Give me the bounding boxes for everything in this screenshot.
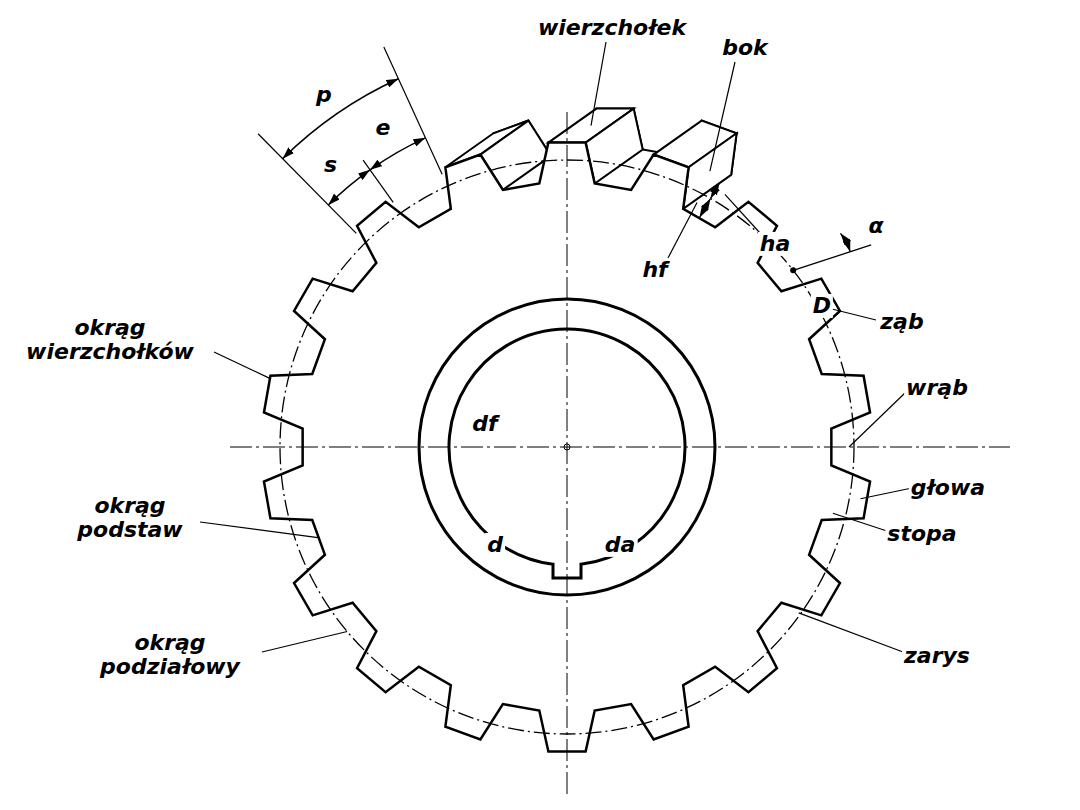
part-label: df <box>470 412 499 436</box>
part-label: p <box>314 83 334 107</box>
extension-line <box>363 160 393 202</box>
part-label: D <box>811 294 833 318</box>
center-line <box>567 112 568 798</box>
part-label: d <box>485 533 505 557</box>
tooth-flank-face <box>586 109 643 184</box>
leader-line <box>200 522 318 538</box>
pitch-point <box>790 267 796 273</box>
part-label: ha <box>758 232 793 256</box>
part-label: głowa <box>909 476 987 500</box>
circle-label: okrąg wierzchołków <box>8 316 212 364</box>
leader-line <box>668 202 697 258</box>
dimension-line <box>711 183 720 199</box>
part-label: stopa <box>885 522 958 546</box>
part-label: wrąb <box>904 376 970 400</box>
part-label: ząb <box>878 310 925 334</box>
angle-arc <box>840 233 850 251</box>
leader-line <box>849 392 906 447</box>
part-label: e <box>374 116 393 140</box>
leader-line <box>799 613 903 652</box>
circle-label: okrąg podziałowy <box>82 631 258 679</box>
part-label: da <box>603 533 638 557</box>
leader-line <box>262 631 347 652</box>
part-label: hf <box>640 258 669 282</box>
leader-line <box>214 352 270 378</box>
extension-line <box>258 134 356 234</box>
leader-line <box>710 62 735 171</box>
leader-line <box>725 194 760 233</box>
dimension-arc <box>370 138 425 170</box>
leader-line <box>591 42 606 126</box>
part-label: zarys <box>902 644 972 668</box>
part-label: wierzchołek <box>536 16 688 40</box>
leader-line <box>860 488 912 499</box>
part-label: α <box>867 214 886 238</box>
action-line <box>793 245 871 270</box>
dimension-line <box>700 198 711 217</box>
dimension-arc <box>283 79 399 159</box>
part-label: s <box>322 153 339 177</box>
part-label: bok <box>720 36 770 60</box>
center-line <box>230 447 1010 448</box>
circle-label: okrąg podstaw <box>63 494 197 542</box>
leader-line <box>833 513 890 532</box>
